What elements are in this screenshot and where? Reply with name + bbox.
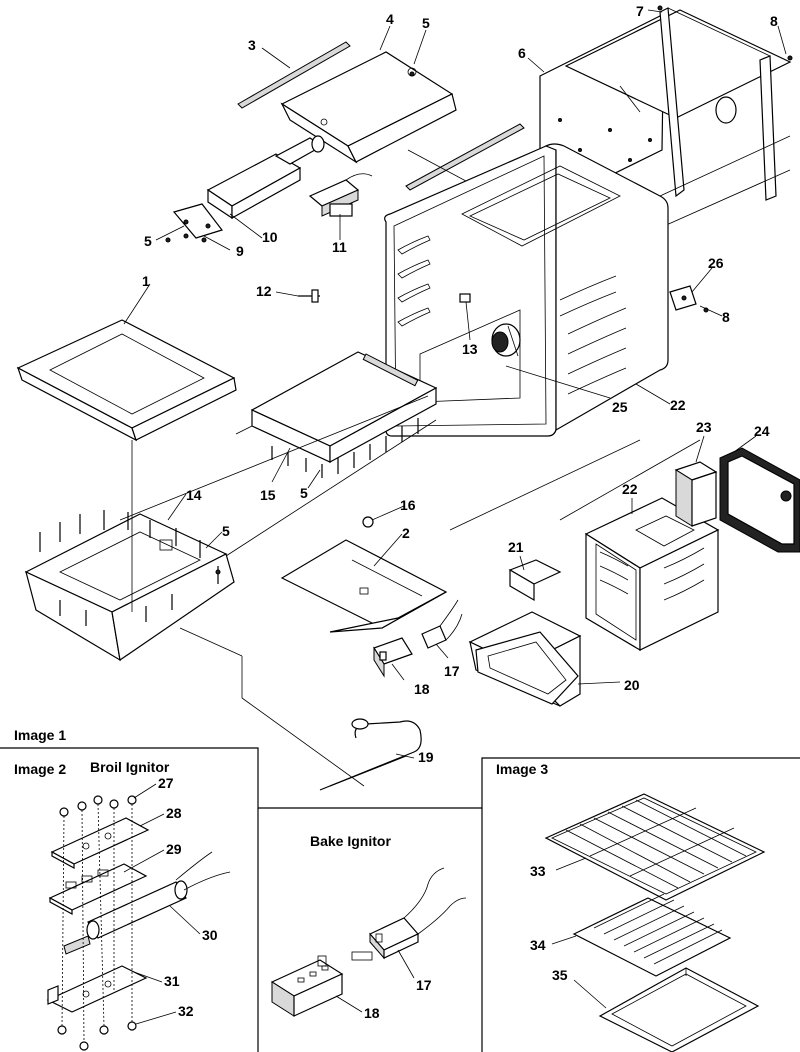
callout-26: 26 <box>708 255 724 271</box>
part-9-bracket <box>172 203 224 239</box>
callout-5: 5 <box>300 485 308 501</box>
part-10-element-housing <box>206 135 325 220</box>
part-33-oven-rack <box>544 793 766 901</box>
screw-icon <box>409 71 415 77</box>
callout-22: 22 <box>670 397 686 413</box>
callout-31: 31 <box>164 973 180 989</box>
callout-3: 3 <box>248 37 256 53</box>
callout-18: 18 <box>364 1005 380 1021</box>
part-4-top-cover <box>280 51 457 164</box>
part-17-ignitor-upper <box>421 599 463 649</box>
caption-image-3: Image 3 <box>496 761 548 777</box>
screw-icon <box>183 233 189 239</box>
image1-callouts: 3 4 5 6 7 8 5 9 10 11 12 13 26 8 1 25 22… <box>142 3 778 765</box>
callout-30: 30 <box>202 927 218 943</box>
caption-image-1: Image 1 <box>14 727 66 743</box>
callout-29: 29 <box>166 841 182 857</box>
callout-5: 5 <box>422 15 430 31</box>
callout-4: 4 <box>386 11 394 27</box>
part-23-insulation-block <box>674 461 718 527</box>
image2-broil-ignitor: Image 2 Broil Ignitor <box>14 759 231 1051</box>
callout-2: 2 <box>402 525 410 541</box>
callout-33: 33 <box>530 863 546 879</box>
part-12-screw <box>298 289 320 303</box>
callout-5: 5 <box>144 233 152 249</box>
callout-14: 14 <box>186 487 202 503</box>
callout-25: 25 <box>612 399 628 415</box>
part-15-bottom-pan <box>235 351 438 464</box>
part-28-heat-shield <box>50 817 150 870</box>
callout-11: 11 <box>332 239 347 255</box>
callout-24: 24 <box>754 423 770 439</box>
screw-icon <box>201 237 207 243</box>
part-2-baffle <box>280 539 448 633</box>
bake-ignitor-section: Bake Ignitor 17 18 <box>270 833 467 1021</box>
part-14-cooktop-base <box>24 510 235 662</box>
callout-28: 28 <box>166 805 182 821</box>
screw-icon <box>787 55 793 61</box>
part-1-cooktop-frame <box>16 319 237 442</box>
callout-5: 5 <box>222 523 230 539</box>
callout-32: 32 <box>178 1003 194 1019</box>
callout-35: 35 <box>552 967 568 983</box>
callout-13: 13 <box>462 341 478 357</box>
part-30-broil-ignitor <box>63 851 231 955</box>
callout-6: 6 <box>518 45 526 61</box>
callout-10: 10 <box>262 229 278 245</box>
part-25-light-socket <box>491 323 521 357</box>
caption-image-2: Image 2 <box>14 761 66 777</box>
screw-icon <box>657 5 663 11</box>
callout-15: 15 <box>260 487 276 503</box>
callout-17: 17 <box>416 977 432 993</box>
part-19-gas-tube <box>319 718 422 791</box>
part-17-bake-ignitor <box>351 867 467 961</box>
callout-22: 22 <box>622 481 638 497</box>
callout-19: 19 <box>418 749 434 765</box>
callout-21: 21 <box>508 539 524 555</box>
part-7-side-frame <box>659 7 777 201</box>
part-20-door-frame <box>468 611 582 707</box>
screw-icon <box>165 237 171 243</box>
callout-34: 34 <box>530 937 546 953</box>
part-18-ignitor-block-upper <box>373 637 413 678</box>
part-13-clip <box>459 293 471 303</box>
section-frames <box>0 747 800 1052</box>
callout-20: 20 <box>624 677 640 693</box>
callout-23: 23 <box>696 419 712 435</box>
part-24-back-insulation <box>719 447 800 553</box>
bolt-guide-lines <box>61 803 133 1043</box>
callout-16: 16 <box>400 497 416 513</box>
callout-7: 7 <box>636 3 644 19</box>
image3-racks: Image 3 <box>496 761 766 1052</box>
part-35-broil-pan <box>598 967 760 1052</box>
part-18-bake-ignitor-block <box>270 955 344 1017</box>
callout-27: 27 <box>158 775 174 791</box>
part-21-trim-panel <box>508 559 562 602</box>
part-22-oven-cavity <box>384 143 669 437</box>
part-31-bracket <box>46 965 148 1013</box>
caption-bake-ignitor: Bake Ignitor <box>310 833 391 849</box>
part-11-terminal-block <box>308 173 373 217</box>
callout-9: 9 <box>236 243 244 259</box>
part-29-ignitor-plate <box>48 863 148 916</box>
part-34-broil-pan-insert <box>572 893 732 977</box>
caption-broil-ignitor: Broil Ignitor <box>90 759 170 775</box>
callout-12: 12 <box>256 283 272 299</box>
callout-8: 8 <box>722 309 730 325</box>
part-26-hinge-bracket <box>669 285 697 311</box>
part-3-trim-strip <box>237 41 351 109</box>
image1-exploded-view <box>16 5 800 791</box>
callout-18: 18 <box>414 681 430 697</box>
part-16-grommet <box>362 516 374 528</box>
callout-1: 1 <box>142 273 150 289</box>
callout-17: 17 <box>444 663 460 679</box>
callout-8: 8 <box>770 13 778 29</box>
screw-icon <box>215 569 221 575</box>
part-32-nuts <box>57 1021 137 1051</box>
